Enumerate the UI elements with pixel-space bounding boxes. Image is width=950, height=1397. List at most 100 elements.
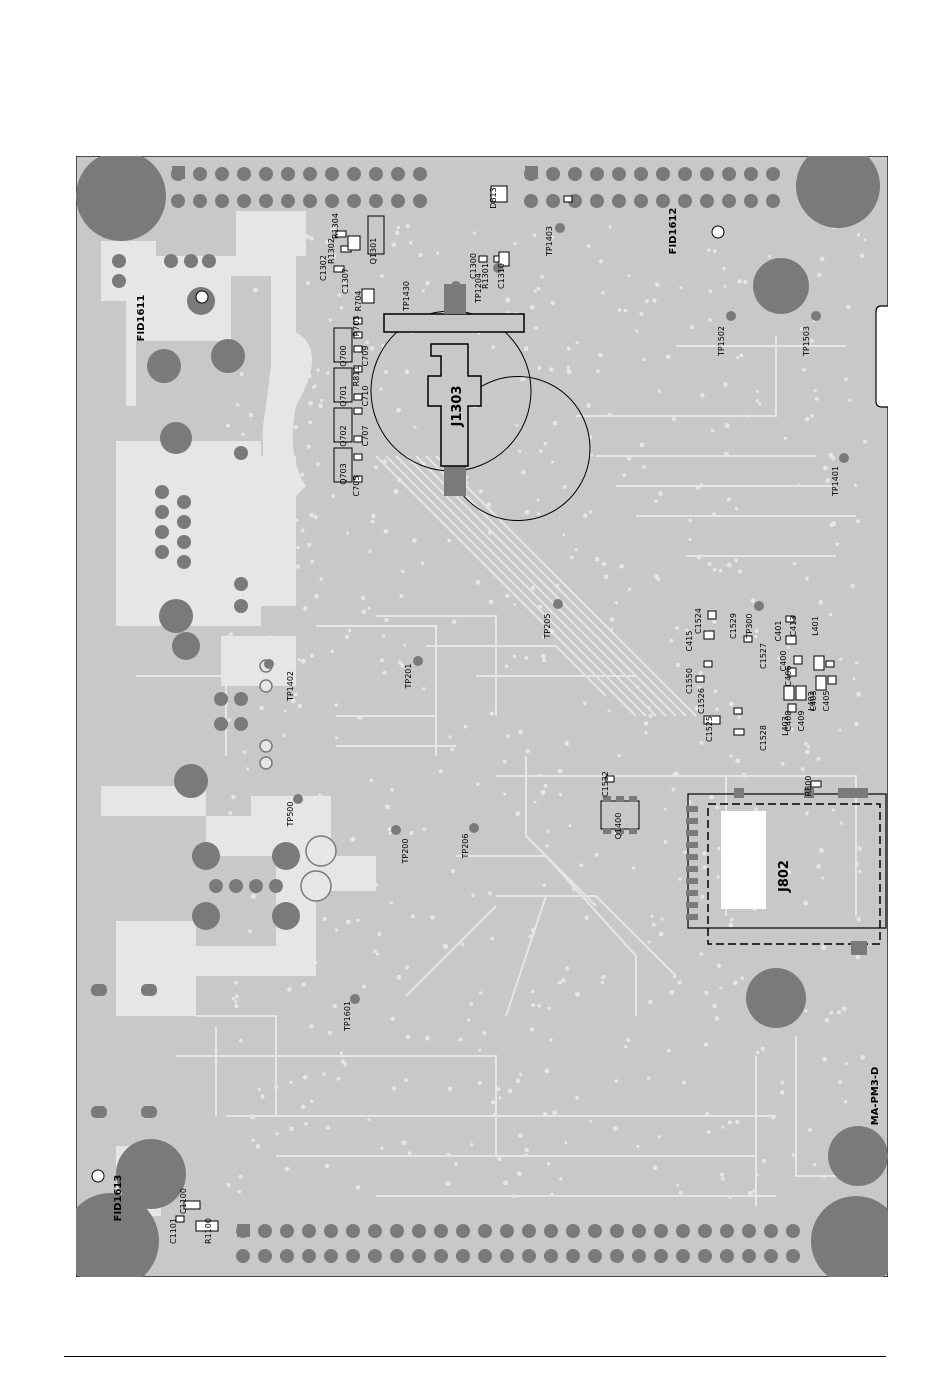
component-label: L401 <box>811 616 820 636</box>
test-point-pad <box>451 281 461 291</box>
smd-part <box>785 635 797 645</box>
bottom-header-pins <box>236 1224 800 1263</box>
test-point-pad <box>413 656 423 666</box>
component-label: C1528 <box>759 725 768 751</box>
component-label: TP206 <box>461 834 470 860</box>
component-label: TP201 <box>404 664 413 690</box>
component-label: C1550 <box>685 668 694 694</box>
smd-part <box>793 655 803 665</box>
component-label: R1301 <box>481 263 490 289</box>
test-point-pad <box>350 994 360 1004</box>
test-point-pads <box>264 223 849 1004</box>
smd-part <box>353 453 363 461</box>
component-label: C1525 <box>705 716 714 742</box>
component-label: FID1612 <box>668 208 679 255</box>
j802-card-connector <box>686 788 887 955</box>
component-label: C1101 <box>169 1218 178 1244</box>
smd-part <box>787 667 797 677</box>
component-label: C1300 <box>469 253 478 279</box>
component-label: C415 <box>685 631 694 652</box>
smd-parts <box>175 185 837 1232</box>
component-label: J1303 <box>450 385 465 427</box>
top-header-pins <box>171 166 780 208</box>
component-label: C1302 <box>319 255 328 281</box>
component-label: C409 <box>797 711 806 732</box>
smd-part <box>353 393 363 401</box>
test-point-pad <box>754 601 764 611</box>
smd-part <box>353 407 363 415</box>
component-label: TP1601 <box>343 1001 352 1032</box>
component-label: R703 <box>352 316 361 337</box>
component-label: TP1401 <box>831 466 840 497</box>
component-label: R811 <box>352 366 361 387</box>
smd-part <box>733 728 745 736</box>
component-label: C1532 <box>601 771 610 797</box>
component-label: Q703 <box>339 463 348 485</box>
component-label: TP1503 <box>802 326 811 357</box>
smd-part <box>490 185 508 203</box>
smd-part <box>827 675 837 685</box>
component-label: C1526 <box>697 688 706 714</box>
smd-part <box>815 675 827 691</box>
component-label: R800 <box>804 776 813 797</box>
component-label: C401 <box>774 621 783 642</box>
component-label: R1304 <box>331 213 340 239</box>
fiducial-marks <box>91 225 725 1183</box>
test-point-pad <box>811 311 821 321</box>
smd-part <box>785 615 795 623</box>
component-label: Q1301 <box>369 238 378 265</box>
smd-part <box>813 655 825 671</box>
smd-part <box>787 703 797 713</box>
j1303-battery-holder <box>370 284 591 521</box>
smd-part <box>703 630 715 640</box>
smd-part <box>825 660 835 668</box>
smd-part <box>353 345 363 353</box>
component-label: C1529 <box>729 613 738 639</box>
smd-part <box>783 685 795 701</box>
component-label: R1302 <box>327 238 336 264</box>
left-pads <box>91 254 300 1118</box>
test-point-pad <box>264 659 274 669</box>
smd-part <box>733 707 743 715</box>
component-label: TP200 <box>401 839 410 865</box>
smd-part <box>175 1215 185 1223</box>
component-label: C710 <box>361 386 370 407</box>
smd-part <box>353 435 363 443</box>
smd-part <box>195 1220 219 1232</box>
component-label: TP1502 <box>717 326 726 357</box>
smd-part <box>703 715 721 725</box>
component-label: R704 <box>354 291 363 312</box>
test-point-pad <box>469 823 479 833</box>
smd-part <box>353 317 363 325</box>
component-label: MA-PM3-D <box>870 1067 881 1126</box>
component-label: C1100 <box>179 1188 188 1214</box>
component-label: C1310 <box>497 263 506 289</box>
q700-series-packages <box>333 215 385 483</box>
smd-part <box>361 288 375 304</box>
smd-part <box>183 1200 201 1210</box>
smd-part <box>478 255 488 263</box>
smd-part <box>810 780 822 788</box>
component-label: C405 <box>822 691 831 712</box>
component-label: TP1403 <box>545 226 554 257</box>
component-label: FID1613 <box>113 1175 124 1222</box>
component-label: C1307 <box>341 268 350 294</box>
smd-part <box>333 265 345 273</box>
component-label: C709 <box>361 346 370 367</box>
smd-part <box>743 635 753 643</box>
footer-rule <box>64 1356 886 1357</box>
component-label: Q1400 <box>614 813 623 840</box>
smd-part <box>703 660 713 668</box>
component-label: C406 <box>784 666 793 687</box>
q1400-package <box>600 796 640 834</box>
component-label: R1100 <box>204 1218 213 1244</box>
smd-part <box>563 195 573 203</box>
mounting-holes <box>63 144 901 1289</box>
component-label: TP205 <box>543 614 552 640</box>
component-label: C403 <box>809 691 818 712</box>
component-label: FID1611 <box>136 295 147 342</box>
component-label: C400 <box>779 651 788 672</box>
trace-network <box>136 336 876 1206</box>
component-label: L402 <box>807 691 816 711</box>
